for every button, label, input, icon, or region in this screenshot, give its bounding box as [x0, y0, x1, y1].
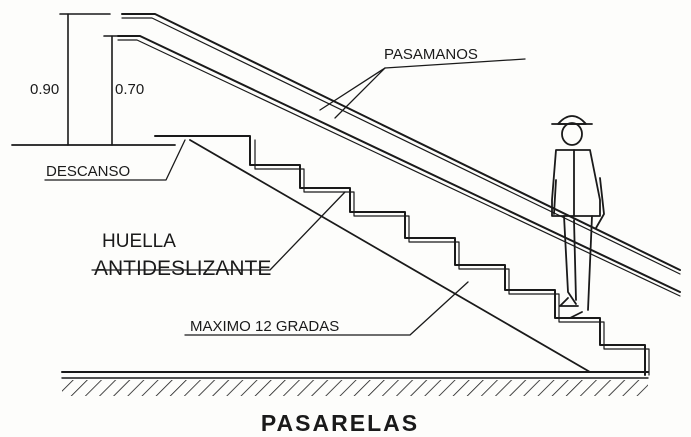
- stair-profile: [154, 135, 650, 376]
- handrails: [117, 13, 681, 297]
- dimension-label-090: 0.90: [30, 81, 59, 98]
- maximo-gradas-label: MAXIMO 12 GRADAS: [190, 318, 339, 335]
- person-figure: [551, 115, 605, 319]
- descanso-label: DESCANSO: [46, 163, 130, 180]
- dimension-label-070: 0.70: [115, 81, 144, 98]
- ground: [61, 371, 649, 396]
- ground-hatching: [62, 380, 648, 396]
- leader-lines: [44, 58, 526, 336]
- diagram-title: PASARELAS: [261, 410, 419, 436]
- pasamanos-label: PASAMANOS: [384, 46, 478, 63]
- antideslizante-label: ANTIDESLIZANTE: [94, 257, 271, 280]
- stair-soffit: [189, 139, 591, 373]
- huella-label: HUELLA: [102, 231, 176, 252]
- dimension-lines: [59, 13, 141, 146]
